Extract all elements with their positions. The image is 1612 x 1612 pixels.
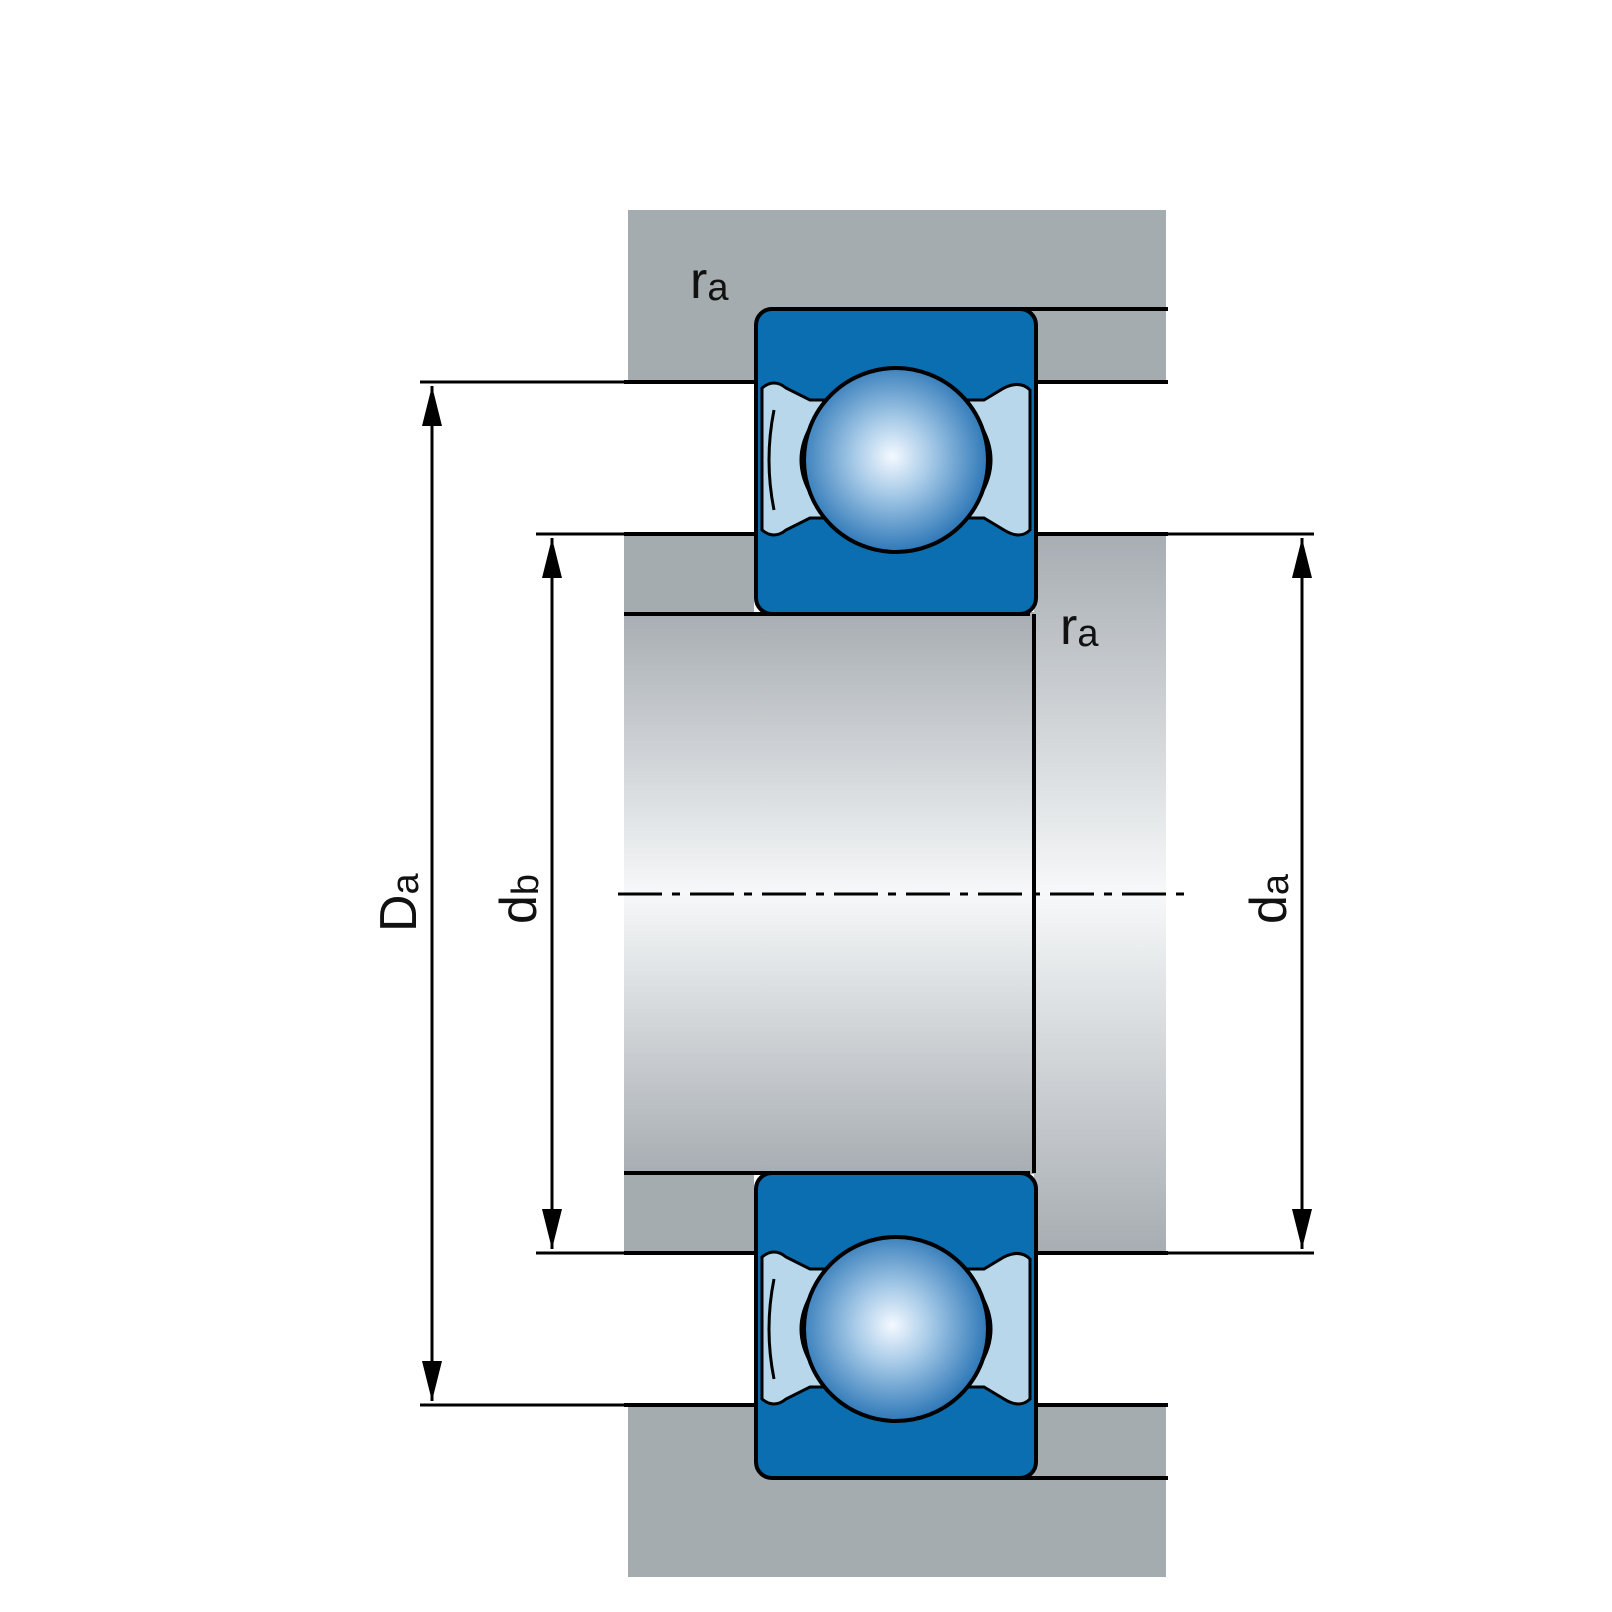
arrow-Da-bottom xyxy=(422,1361,442,1401)
arrow-db-top xyxy=(542,538,562,578)
arrow-da-bottom xyxy=(1292,1209,1312,1249)
shaft-spacer-bottom xyxy=(624,1174,754,1252)
label-db: db xyxy=(490,874,548,924)
seal-lip-lower-left xyxy=(767,1278,776,1380)
label-da: da xyxy=(1240,873,1298,924)
dimension-arrowheads xyxy=(422,386,1312,1401)
shaft-spacer-top xyxy=(624,534,754,612)
label-ra-right: ra xyxy=(1060,598,1099,656)
seal-lip-upper-left xyxy=(767,409,776,511)
dimension-lines xyxy=(420,380,1314,1407)
label-Da: Da xyxy=(370,872,428,932)
bearing-lower xyxy=(754,1171,1038,1480)
arrow-db-bottom xyxy=(542,1209,562,1249)
bearing-upper xyxy=(754,307,1038,616)
ball-lower xyxy=(802,1235,990,1423)
arrow-Da-top xyxy=(422,386,442,426)
ball-upper xyxy=(802,366,990,554)
arrow-da-top xyxy=(1292,538,1312,578)
shaft-body xyxy=(624,612,1034,1174)
label-ra-top: ra xyxy=(690,252,729,310)
